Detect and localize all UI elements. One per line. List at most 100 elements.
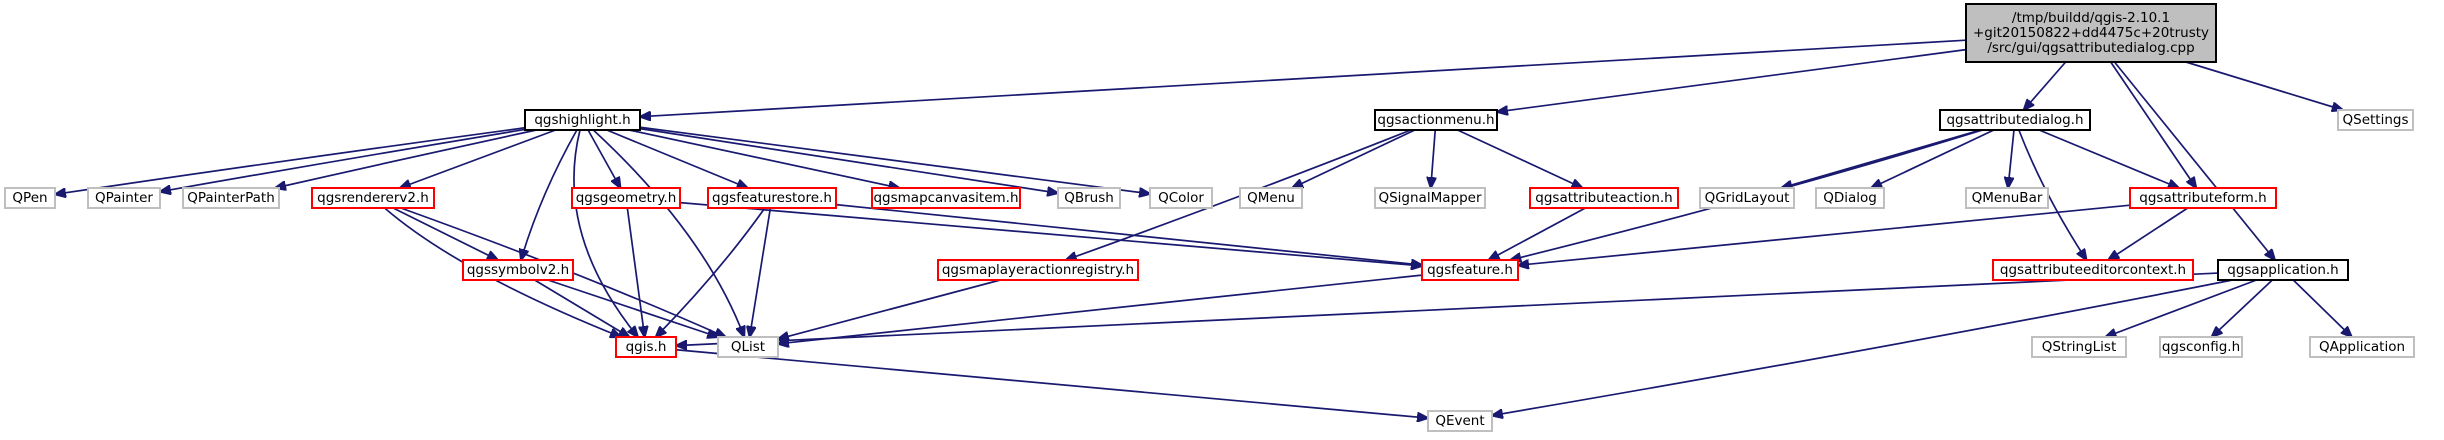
node-label: QSignalMapper bbox=[1378, 190, 1481, 206]
node-label: QMenu bbox=[1247, 190, 1295, 206]
edge-qgsfeaturestore-to-qgis bbox=[656, 207, 766, 337]
node-qbrush: QBrush bbox=[1057, 187, 1121, 209]
edge-qgsactionmenu-to-qmenu bbox=[1292, 129, 1416, 188]
edge-qgsgeometry-to-qgis bbox=[626, 207, 644, 337]
node-box bbox=[462, 259, 574, 281]
node-qgridlayout: QGridLayout bbox=[1699, 187, 1795, 209]
node-label: QApplication bbox=[2319, 339, 2405, 355]
edge-qgshighlight-to-qgsgeometry bbox=[587, 129, 620, 188]
edge-qgsattributedialog-to-qgsattributeform bbox=[2038, 129, 2179, 188]
node-label: QSettings bbox=[2343, 112, 2409, 128]
node-qgsfeature[interactable]: qgsfeature.h bbox=[1421, 259, 1519, 281]
node-box bbox=[1374, 187, 1486, 209]
node-label: QEvent bbox=[1435, 413, 1484, 429]
node-box bbox=[524, 109, 641, 131]
node-box bbox=[1815, 187, 1885, 209]
node-box bbox=[2337, 109, 2414, 131]
node-qgsattributeeditorcontext[interactable]: qgsattributeeditorcontext.h bbox=[1992, 259, 2194, 281]
node-label: qgsfeature.h bbox=[1427, 262, 1513, 278]
node-qgis[interactable]: qgis.h bbox=[615, 336, 677, 358]
node-box bbox=[1427, 410, 1493, 432]
edge-qgsfeaturestore-to-qgsfeature bbox=[835, 203, 1422, 265]
node-label: qgsmaplayeractionregistry.h bbox=[942, 262, 1134, 278]
edge-qgsgeometry-to-qgsfeature bbox=[679, 201, 1422, 266]
node-box bbox=[2217, 259, 2349, 281]
node-qgsmaplayeractionregistry[interactable]: qgsmaplayeractionregistry.h bbox=[937, 259, 1139, 281]
edge-qgsapplication-to-qgsconfig bbox=[2212, 279, 2273, 337]
node-qgsattributeaction[interactable]: qgsattributeaction.h bbox=[1529, 187, 1679, 209]
node-label: QPainterPath bbox=[187, 190, 275, 206]
node-qlist: QList bbox=[717, 336, 779, 358]
node-qstringlist: QStringList bbox=[2031, 336, 2127, 358]
node-box bbox=[1374, 109, 1498, 131]
edge-qgshighlight-to-qgsrendererv2 bbox=[400, 129, 556, 188]
node-qpen: QPen bbox=[4, 187, 56, 209]
edge-root-to-qgsattributeform bbox=[2109, 61, 2197, 188]
node-label: +git20150822+dd4475c+20trusty bbox=[1973, 25, 2209, 41]
node-qsignalmapper: QSignalMapper bbox=[1374, 187, 1486, 209]
edge-qgsactionmenu-to-qsignalmapper bbox=[1431, 129, 1435, 188]
node-qgsrendererv2[interactable]: qgsrendererv2.h bbox=[311, 187, 435, 209]
node-label: qgsactionmenu.h bbox=[1377, 112, 1494, 128]
edge-root-to-qgshighlight bbox=[640, 39, 1967, 116]
edge-qgsattributeform-to-qgsattributeeditorcontext bbox=[2108, 207, 2189, 260]
edge-qgsattributeaction-to-qgsfeature bbox=[1489, 207, 1586, 260]
node-box bbox=[1965, 187, 2049, 209]
edge-qgsattributedialog-to-qmenubar bbox=[2008, 129, 2015, 188]
node-qgsgeometry[interactable]: qgsgeometry.h bbox=[571, 187, 681, 209]
node-label: QPainter bbox=[95, 190, 153, 206]
node-box bbox=[871, 187, 1021, 209]
node-box bbox=[571, 187, 681, 209]
node-box bbox=[1529, 187, 1679, 209]
node-qgssymbolv2[interactable]: qgssymbolv2.h bbox=[462, 259, 574, 281]
node-label: QList bbox=[731, 339, 765, 355]
node-box bbox=[1421, 259, 1519, 281]
node-box bbox=[1965, 3, 2217, 63]
edge-qgsfeaturestore-to-qlist bbox=[750, 207, 772, 337]
edge-qgsfeature-to-qlist bbox=[778, 274, 1423, 344]
node-box bbox=[1699, 187, 1795, 209]
edge-qgsapplication-to-qapplication bbox=[2292, 279, 2351, 337]
node-label: qgshighlight.h bbox=[534, 112, 630, 128]
edge-qgsattributedialog-to-qdialog bbox=[1871, 129, 1995, 188]
node-qgsmapcanvasitem[interactable]: qgsmapcanvasitem.h bbox=[871, 187, 1021, 209]
node-label: qgsfeaturestore.h bbox=[712, 190, 832, 206]
node-qgsactionmenu[interactable]: qgsactionmenu.h bbox=[1374, 109, 1498, 131]
node-qcolor: QColor bbox=[1149, 187, 1213, 209]
node-qgshighlight[interactable]: qgshighlight.h bbox=[524, 109, 641, 131]
node-box bbox=[2309, 336, 2415, 358]
node-qpainter: QPainter bbox=[87, 187, 161, 209]
node-qpainterpath: QPainterPath bbox=[182, 187, 280, 209]
edge-qgshighlight-to-qpainter bbox=[160, 128, 526, 191]
node-label: qgsattributeeditorcontext.h bbox=[2000, 262, 2186, 278]
edge-qgsattributedialog-to-qgridlayout bbox=[1781, 129, 1981, 188]
edge-qgsapplication-to-qstringlist bbox=[2105, 279, 2257, 337]
edge-root-to-qgsactionmenu bbox=[1497, 48, 1967, 112]
edge-qgssymbolv2-to-qgis bbox=[534, 279, 630, 337]
edge-qgshighlight-to-qgsfeaturestore bbox=[606, 129, 748, 188]
node-box bbox=[717, 336, 779, 358]
node-qgsattributedialog[interactable]: qgsattributedialog.h bbox=[1939, 109, 2091, 131]
edge-qgshighlight-to-qgsmapcanvasitem bbox=[628, 129, 899, 188]
node-label: QGridLayout bbox=[1705, 190, 1790, 206]
node-box bbox=[1149, 187, 1213, 209]
node-qevent: QEvent bbox=[1427, 410, 1493, 432]
node-qgsconfig: qgsconfig.h bbox=[2159, 336, 2243, 358]
node-qgsfeaturestore[interactable]: qgsfeaturestore.h bbox=[707, 187, 837, 209]
node-box bbox=[2129, 187, 2277, 209]
edge-root-to-qgsattributedialog bbox=[2024, 61, 2067, 110]
node-root[interactable]: /tmp/buildd/qgis-2.10.1+git20150822+dd44… bbox=[1965, 3, 2217, 63]
node-qgsapplication[interactable]: qgsapplication.h bbox=[2217, 259, 2349, 281]
edge-qgsactionmenu-to-qgsattributeaction bbox=[1457, 129, 1583, 188]
node-box bbox=[182, 187, 280, 209]
node-box bbox=[615, 336, 677, 358]
nodes-layer: /tmp/buildd/qgis-2.10.1+git20150822+dd44… bbox=[4, 3, 2415, 432]
node-label: qgsmapcanvasitem.h bbox=[873, 190, 1018, 206]
node-box bbox=[1992, 259, 2194, 281]
edge-qgsapplication-to-qevent bbox=[1492, 279, 2233, 416]
node-label: qgis.h bbox=[626, 339, 667, 355]
edge-qgsattributeform-to-qgsfeature bbox=[1518, 204, 2131, 265]
node-label: qgsattributedialog.h bbox=[1946, 112, 2083, 128]
edge-qgshighlight-to-qpen bbox=[55, 126, 526, 195]
node-qgsattributeform[interactable]: qgsattributeform.h bbox=[2129, 187, 2277, 209]
